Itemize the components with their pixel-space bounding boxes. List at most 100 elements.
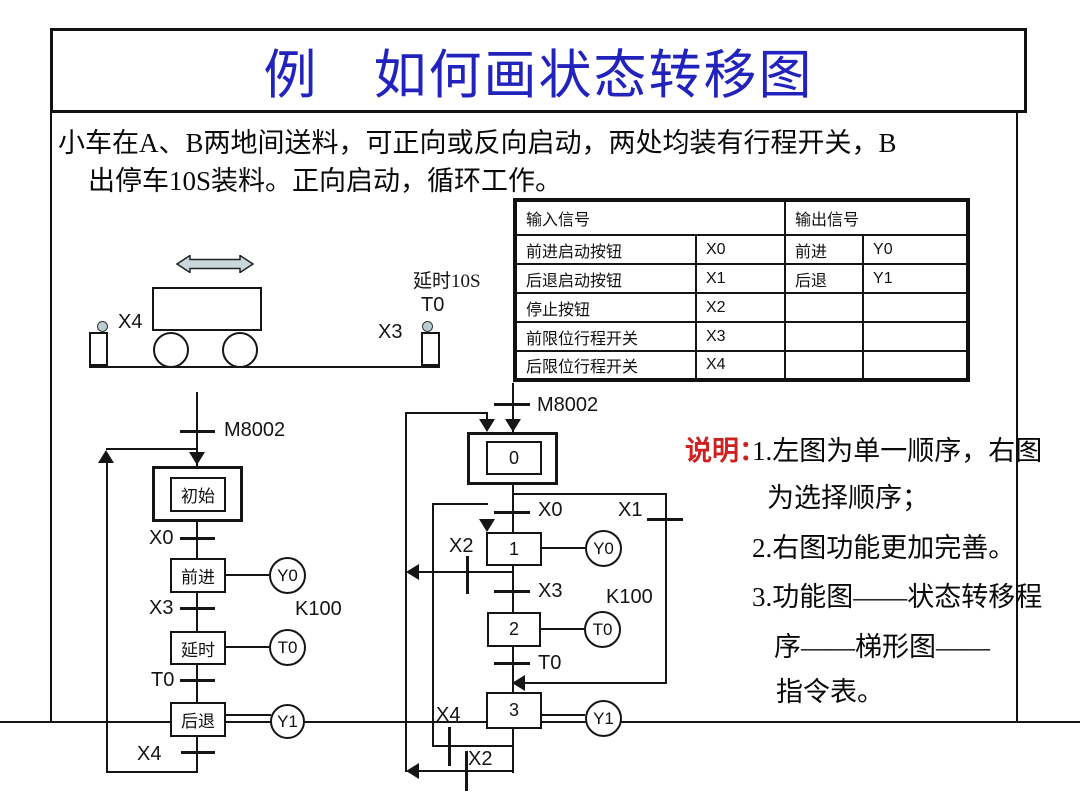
sfc-flow-line bbox=[196, 593, 198, 631]
output-link bbox=[542, 547, 585, 549]
limit-knob-left bbox=[97, 321, 108, 332]
selection-branch-line bbox=[665, 493, 667, 684]
transition-tick-x4 bbox=[181, 751, 215, 754]
label-x4: X4 bbox=[436, 704, 461, 726]
state-delay: 延时 bbox=[170, 631, 226, 665]
label-m8002: M8002 bbox=[224, 419, 286, 441]
limit-post-right bbox=[421, 332, 440, 366]
problem-text-line1: 小车在A、B两地间送料，可正向或反向启动，两处均装有行程开关，B bbox=[58, 128, 897, 158]
transition-tick-t0 bbox=[180, 679, 215, 682]
transition-tick-x2 bbox=[465, 751, 468, 791]
cart-body bbox=[152, 287, 262, 331]
transition-tick-x1 bbox=[647, 518, 683, 521]
output-link bbox=[226, 646, 269, 648]
cell-output-code: Y0 bbox=[862, 234, 970, 265]
transition-tick-m8002 bbox=[494, 403, 530, 406]
arrow-down-icon bbox=[479, 419, 495, 432]
stop-branch-line bbox=[414, 571, 514, 573]
note-line: 为选择顺序； bbox=[767, 483, 929, 513]
transition-tick-x0 bbox=[180, 537, 215, 540]
selection-branch-line bbox=[512, 493, 667, 495]
sfc-flow-line bbox=[512, 566, 514, 612]
sfc-flow-line bbox=[512, 383, 514, 432]
sfc-return-line bbox=[433, 503, 488, 505]
transition-tick-x2 bbox=[466, 556, 469, 594]
label-t0: T0 bbox=[538, 652, 562, 674]
label-x2: X2 bbox=[449, 535, 474, 557]
label-t0-timer: T0 bbox=[421, 294, 445, 316]
initial-state: 初始 bbox=[170, 477, 226, 512]
label-x2: X2 bbox=[468, 748, 493, 770]
output-header: 输出信号 bbox=[784, 199, 970, 236]
page-title: 例 如何画状态转移图 bbox=[263, 46, 814, 105]
output-coil-t0: T0 bbox=[584, 611, 621, 648]
cell-input-code: X0 bbox=[694, 234, 787, 265]
problem-text-line2: 出停车10S装料。正向启动，循环工作。 bbox=[88, 166, 563, 196]
cycle-branch-line bbox=[432, 745, 514, 747]
label-x3: X3 bbox=[538, 580, 563, 602]
label-k100: K100 bbox=[606, 586, 653, 608]
double-arrow-icon bbox=[176, 255, 254, 273]
state-backward: 后退 bbox=[170, 702, 226, 737]
state-forward: 前进 bbox=[170, 558, 226, 593]
input-header: 输入信号 bbox=[513, 199, 787, 236]
note-heading: 说明： bbox=[685, 436, 766, 466]
cell-output-name bbox=[784, 321, 865, 352]
sfc-return-line bbox=[106, 771, 198, 773]
table-row: 后退启动按钮 X1 后退 Y1 bbox=[514, 263, 970, 294]
initial-state: 0 bbox=[486, 441, 542, 475]
transition-tick-x3 bbox=[180, 607, 215, 610]
label-x3-right-limit: X3 bbox=[378, 321, 403, 343]
output-coil-y0: Y0 bbox=[585, 530, 622, 567]
sfc-flow-line bbox=[196, 665, 198, 702]
sfc-flow-line bbox=[512, 729, 514, 773]
ground-line bbox=[89, 366, 440, 368]
cell-output-code bbox=[862, 292, 970, 323]
sfc-flow-line bbox=[196, 737, 198, 773]
output-link bbox=[542, 714, 585, 716]
cell-input-code: X4 bbox=[694, 350, 787, 381]
label-x0: X0 bbox=[149, 527, 174, 549]
output-link bbox=[541, 628, 584, 630]
label-x3: X3 bbox=[149, 597, 174, 619]
label-delay-10s: 延时10S bbox=[413, 271, 481, 292]
table-row: 前限位行程开关 X3 bbox=[514, 321, 970, 352]
note-line: 指令表。 bbox=[776, 677, 884, 707]
note-line: 2.右图功能更加完善。 bbox=[752, 533, 1016, 563]
cell-input-code: X2 bbox=[694, 292, 787, 323]
note-line: 1.左图为单一顺序，右图 bbox=[752, 436, 1043, 466]
sfc-flow-line bbox=[106, 448, 198, 450]
state-1: 1 bbox=[486, 532, 542, 566]
cell-output-name: 前进 bbox=[784, 234, 865, 265]
cell-output-name bbox=[784, 292, 865, 323]
cell-output-name: 后退 bbox=[784, 263, 865, 294]
arrow-left-icon bbox=[406, 564, 419, 580]
label-m8002: M8002 bbox=[537, 394, 599, 416]
output-coil-y1: Y1 bbox=[270, 704, 305, 739]
sfc-flow-line bbox=[512, 647, 514, 692]
transition-tick-x0 bbox=[494, 511, 530, 514]
transition-tick-m8002 bbox=[180, 430, 215, 433]
sfc-return-line bbox=[106, 461, 108, 773]
cell-output-name bbox=[784, 350, 865, 381]
sfc-return-line bbox=[486, 412, 488, 421]
arrow-down-icon bbox=[189, 452, 205, 465]
state-2: 2 bbox=[487, 612, 541, 647]
table-row: 停止按钮 X2 bbox=[514, 292, 970, 323]
sfc-return-line bbox=[405, 412, 407, 772]
table-row: 后限位行程开关 X4 bbox=[514, 350, 970, 381]
cell-output-code bbox=[862, 350, 970, 381]
label-t0: T0 bbox=[151, 669, 175, 691]
limit-knob-right bbox=[422, 321, 433, 332]
cell-input-name: 后限位行程开关 bbox=[514, 350, 697, 381]
sfc-flow-line bbox=[196, 392, 198, 466]
output-coil-y1: Y1 bbox=[585, 700, 622, 737]
label-x1: X1 bbox=[618, 499, 643, 521]
arrow-down-icon bbox=[505, 419, 521, 432]
cart-wheel-left bbox=[153, 332, 189, 368]
note-line: 3.功能图——状态转移程 bbox=[752, 582, 1043, 612]
cell-input-name: 后退启动按钮 bbox=[514, 263, 697, 294]
cell-input-name: 前限位行程开关 bbox=[514, 321, 697, 352]
io-signal-table: 输入信号 输出信号 前进启动按钮 X0 前进 Y0 后退启动按钮 X1 后退 Y… bbox=[513, 198, 971, 382]
